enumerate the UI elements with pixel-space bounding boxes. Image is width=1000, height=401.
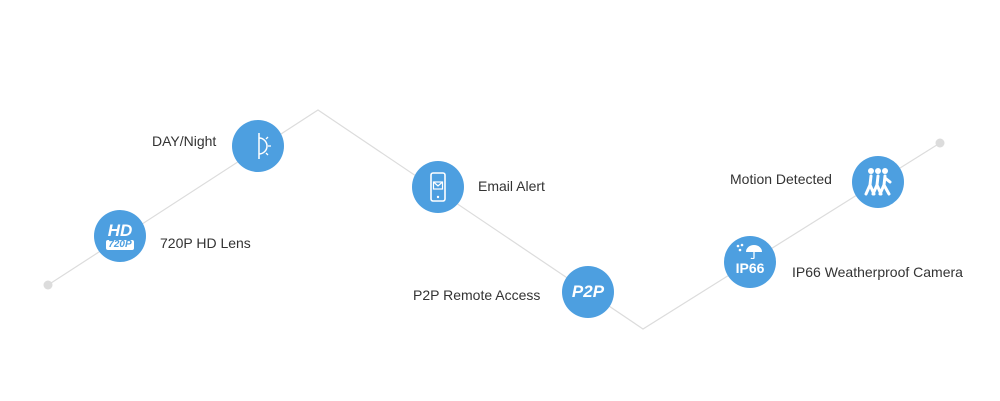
720p-text: 720P xyxy=(106,239,134,250)
end-dot xyxy=(935,138,945,148)
p2p-icon: P2P xyxy=(562,266,614,318)
ip66-text: IP66 xyxy=(735,260,765,276)
ip66-umbrella-icon: IP66 xyxy=(724,236,776,288)
feature-label-p2p: P2P Remote Access xyxy=(413,287,541,303)
feature-label-hd: 720P HD Lens xyxy=(160,235,251,251)
p2p-text: P2P xyxy=(571,282,605,301)
feature-label-ip66: IP66 Weatherproof Camera xyxy=(792,264,963,280)
day-night-icon xyxy=(232,120,284,172)
feature-label-email: Email Alert xyxy=(478,178,545,194)
phone-email-icon xyxy=(412,161,464,213)
feature-label-motion: Motion Detected xyxy=(730,171,832,187)
walking-people-icon xyxy=(852,156,904,208)
feature-label-day-night: DAY/Night xyxy=(152,133,217,149)
hd-text: HD xyxy=(107,221,133,240)
start-dot xyxy=(43,280,53,290)
